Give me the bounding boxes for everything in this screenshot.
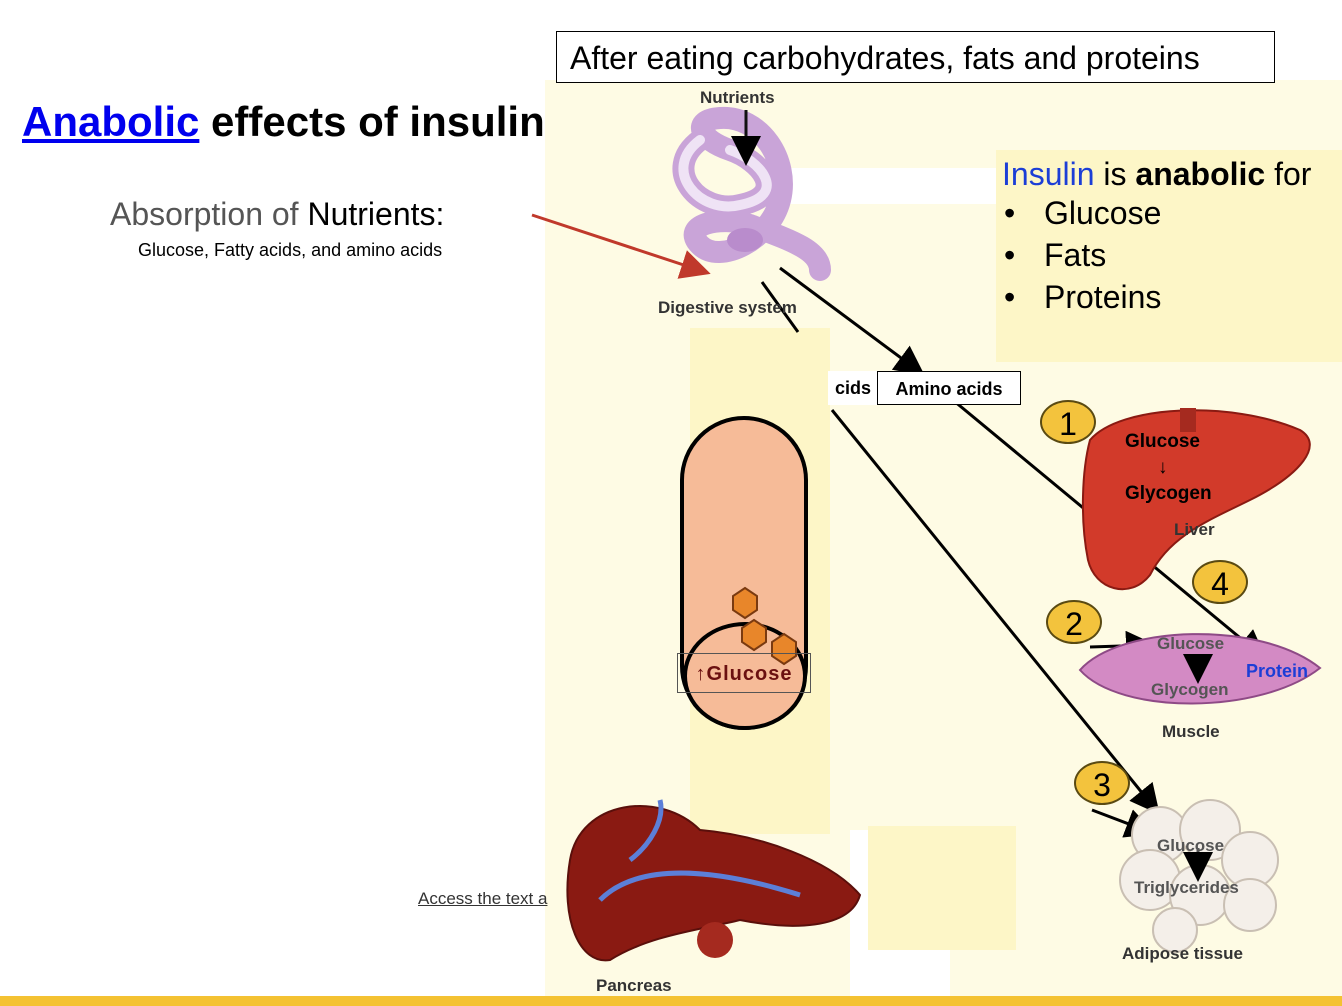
adipose-tissue-icon	[1119, 799, 1279, 953]
pancreas-icon	[566, 799, 862, 962]
insulin-anabolic-box: Insulin is anabolic for •Glucose •Fats •…	[996, 150, 1342, 362]
anabolic-word: anabolic	[1135, 156, 1266, 192]
digestive-system-label: Digestive system	[658, 298, 797, 317]
step-badge-2: 2	[1046, 600, 1102, 644]
anabolic-link[interactable]: Anabolic	[22, 98, 200, 145]
liver-icon	[1081, 409, 1311, 591]
diagram-white-mask	[780, 168, 1000, 204]
list-item: •Fats	[1004, 237, 1107, 273]
liver-glucose-label: Glucose	[1125, 431, 1200, 452]
diagram-light-panel	[868, 826, 1016, 950]
list-item: •Proteins	[1004, 279, 1162, 315]
liver-arrow-label: ↓	[1158, 457, 1168, 478]
insulin-box-heading: Insulin is anabolic for	[1002, 156, 1312, 192]
step-badge-4: 4	[1192, 560, 1248, 604]
step-badge-1: 1	[1040, 400, 1096, 444]
digestive-system-icon	[672, 106, 831, 281]
adipose-triglycerides-label: Triglycerides	[1134, 878, 1239, 897]
insulin-targets-list: •Glucose •Fats •Proteins	[996, 192, 1161, 318]
insulin-word: Insulin	[1002, 156, 1095, 192]
absorption-heading: Absorption of Nutrients:	[110, 196, 444, 233]
page-title: Anabolic effects of insulin	[22, 98, 545, 146]
glucose-hexagon-icon	[771, 632, 797, 666]
absorption-red-arrow	[531, 213, 711, 279]
absorption-word: Nutrients:	[307, 196, 445, 232]
list-item: •Glucose	[1004, 195, 1162, 231]
muscle-glycogen-label: Glycogen	[1151, 680, 1229, 699]
adipose-glucose-label: Glucose	[1157, 836, 1225, 855]
blood-glucose-label: ↑Glucose	[677, 653, 811, 693]
footer-bar	[0, 996, 1342, 1006]
nutrients-label: Nutrients	[700, 88, 775, 107]
glucose-hexagon-icon	[741, 618, 767, 652]
access-text-link[interactable]: Access the text a	[418, 889, 548, 908]
title-rest: effects of insulin	[199, 98, 545, 145]
liver-glycogen-label: Glycogen	[1125, 483, 1212, 504]
muscle-glucose-label: Glucose	[1157, 634, 1225, 653]
absorption-subtext: Glucose, Fatty acids, and amino acids	[138, 240, 443, 260]
context-box: After eating carbohydrates, fats and pro…	[556, 31, 1275, 83]
pancreas-label: Pancreas	[596, 976, 672, 995]
absorption-prefix: Absorption of	[110, 196, 308, 232]
step-badge-3: 3	[1074, 761, 1130, 805]
arrow-to-amino	[779, 266, 925, 376]
arrow-to-adipose	[830, 409, 1160, 815]
amino-acids-chip: Amino acids	[877, 371, 1021, 405]
arrow-down-left	[760, 281, 800, 333]
glucose-hexagon-icon	[732, 586, 758, 620]
muscle-label: Muscle	[1162, 722, 1220, 741]
protein-label: Protein	[1246, 661, 1309, 681]
liver-label: Liver	[1174, 520, 1215, 539]
acids-chip: cids	[828, 371, 878, 405]
adipose-tissue-label: Adipose tissue	[1122, 944, 1243, 963]
